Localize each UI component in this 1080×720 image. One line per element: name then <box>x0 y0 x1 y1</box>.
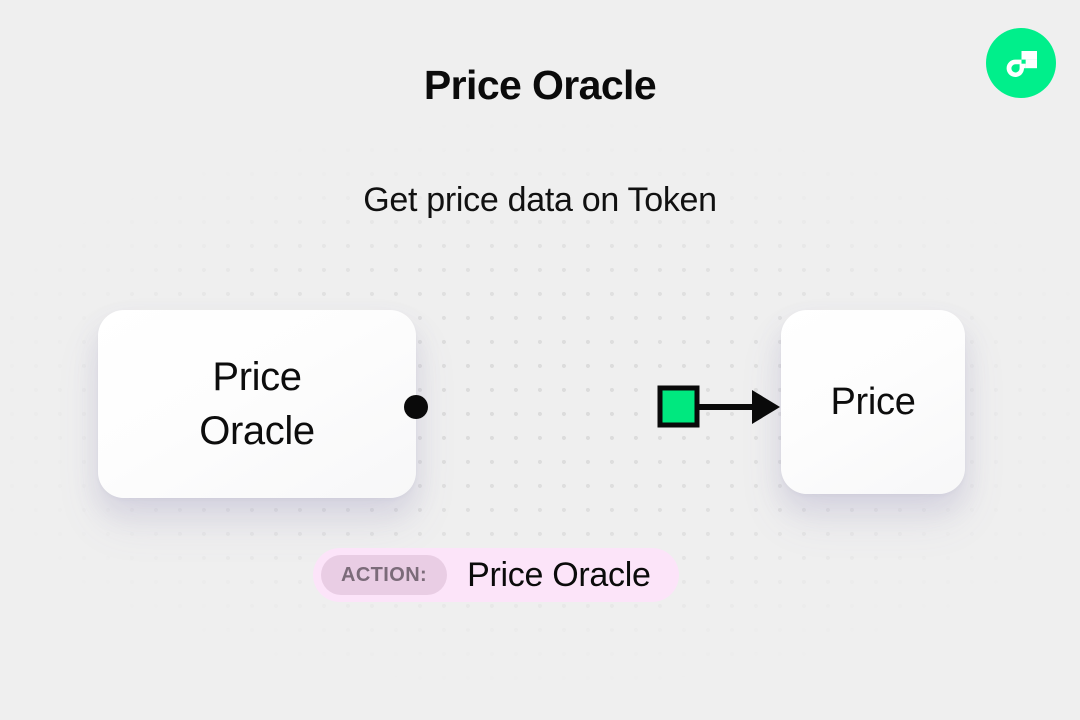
action-badge-tag: ACTION: <box>321 555 448 595</box>
page-title: Price Oracle <box>423 62 657 108</box>
page-subtitle: Get price data on Token <box>363 181 717 219</box>
action-badge-value: Price Oracle <box>467 555 651 594</box>
flow-node-price[interactable]: Price <box>781 310 965 494</box>
flow-node-price-oracle[interactable]: Price Oracle <box>98 310 416 498</box>
flow-node-label: Price <box>830 380 916 423</box>
action-badge[interactable]: ACTION: Price Oracle <box>313 548 679 602</box>
flow-logo-icon <box>986 28 1056 98</box>
arrow-head-icon <box>752 390 780 424</box>
green-square-marker-icon[interactable] <box>657 385 700 428</box>
flow-node-label: Price Oracle <box>199 355 315 453</box>
